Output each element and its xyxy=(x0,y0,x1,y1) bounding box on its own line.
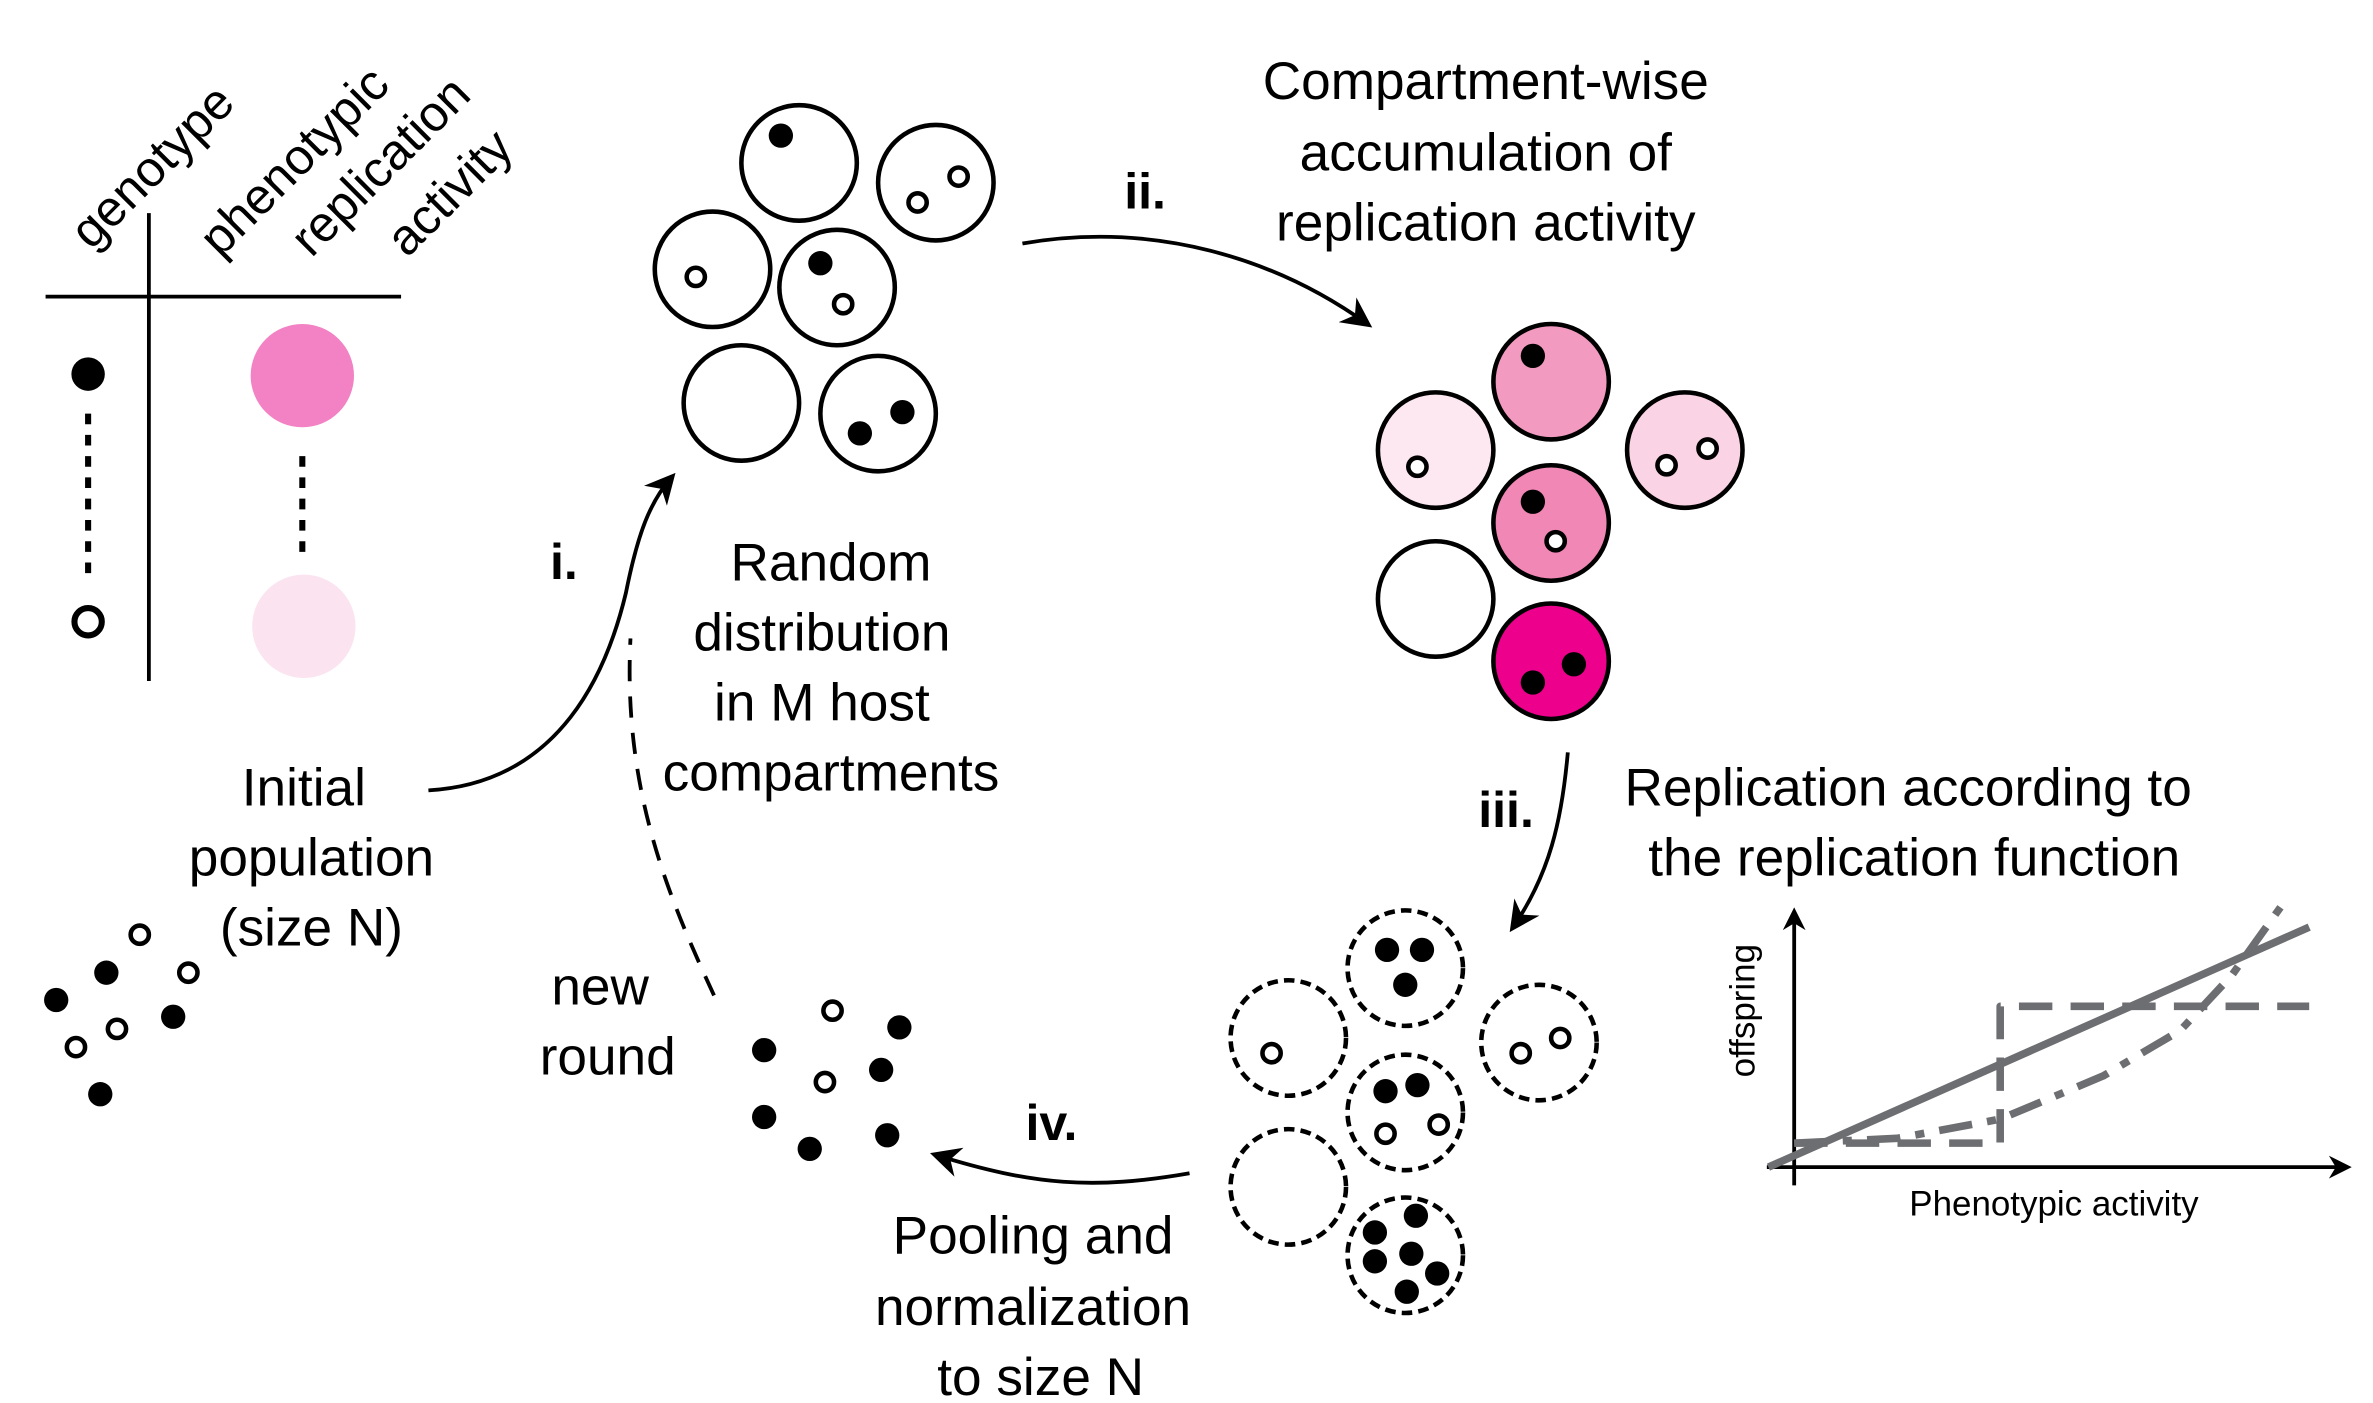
compartment xyxy=(1375,390,1496,511)
compartment xyxy=(1491,462,1612,584)
step-iv-description: Pooling and normalization to size N xyxy=(875,1207,1191,1403)
step-iv-line-2: normalization xyxy=(875,1278,1191,1337)
new-round-line-2: round xyxy=(540,1027,676,1086)
activity-low-swatch xyxy=(252,574,356,678)
initial-population-particles xyxy=(44,923,200,1107)
genotype-active-icon xyxy=(71,357,105,391)
step-i-line-3: in M host xyxy=(714,673,930,732)
step-iv-line-3: to size N xyxy=(937,1348,1144,1403)
genotype-inactive-icon xyxy=(71,605,105,639)
compartment xyxy=(1375,538,1496,659)
compartment xyxy=(1491,601,1612,722)
chart-series-exponential xyxy=(1794,900,2287,1147)
activity-high-swatch xyxy=(250,323,354,428)
step-ii-description: Compartment-wise accumulation of replica… xyxy=(1263,52,1709,252)
step-ii-line-3: replication activity xyxy=(1276,193,1696,252)
step-i-line-4: compartments xyxy=(663,743,1000,802)
chart-y-label: offspring xyxy=(1724,944,1763,1077)
initial-label-3: (size N) xyxy=(220,898,403,957)
compartment xyxy=(681,342,802,463)
step-i-line-2: distribution xyxy=(693,604,950,663)
compartment xyxy=(1345,1052,1466,1173)
compartment xyxy=(818,353,939,474)
step-iv-line-1: Pooling and xyxy=(893,1207,1174,1266)
compartments-replicated xyxy=(1228,908,1599,1316)
arrow-step-iii xyxy=(1509,752,1570,933)
compartments-initial xyxy=(652,102,996,474)
initial-label-1: Initial xyxy=(242,759,366,818)
arrow-step-iv xyxy=(930,1147,1190,1185)
step-iii-description: Replication according to the replication… xyxy=(1624,759,2191,888)
step-iv-label: iv. xyxy=(1025,1095,1077,1151)
legend-table: genotype phenotypic replication activity xyxy=(45,55,523,681)
step-i-line-1: Random xyxy=(731,534,932,593)
compartment xyxy=(1345,908,1466,1029)
step-i-description: Random distribution in M host compartmen… xyxy=(663,534,1000,803)
compartments-accumulated xyxy=(1375,321,1745,722)
replication-function-chart: offspring Phenotypic activity xyxy=(1724,900,2352,1224)
step-ii-line-2: accumulation of xyxy=(1300,124,1673,183)
compartment xyxy=(1478,982,1599,1103)
step-iii-label: iii. xyxy=(1478,782,1534,838)
compartment xyxy=(1228,977,1349,1099)
compartment xyxy=(1228,1126,1349,1247)
step-i-label: i. xyxy=(550,534,578,590)
compartment xyxy=(1491,321,1612,442)
initial-label-2: population xyxy=(189,828,434,887)
compartment xyxy=(777,227,898,348)
compartment xyxy=(739,102,860,223)
pooled-population xyxy=(752,999,912,1162)
step-ii-line-1: Compartment-wise xyxy=(1263,52,1709,111)
initial-population: Initial population (size N) xyxy=(44,759,434,1107)
compartment xyxy=(1624,390,1745,511)
step-iii-line-1: Replication according to xyxy=(1624,759,2191,818)
new-round-line-1: new xyxy=(551,958,649,1017)
arrow-step-ii xyxy=(1022,234,1373,328)
arrow-step-i xyxy=(428,472,676,793)
compartment xyxy=(875,122,996,243)
compartment xyxy=(1345,1195,1466,1316)
step-iii-line-2: the replication function xyxy=(1648,828,2180,887)
chart-x-label: Phenotypic activity xyxy=(1909,1185,2199,1224)
step-ii-label: ii. xyxy=(1124,164,1166,220)
compartment xyxy=(652,209,773,330)
chart-series-linear xyxy=(1766,923,2311,1171)
chart-series-step xyxy=(1794,1002,2310,1147)
arrow-new-round xyxy=(627,638,716,997)
